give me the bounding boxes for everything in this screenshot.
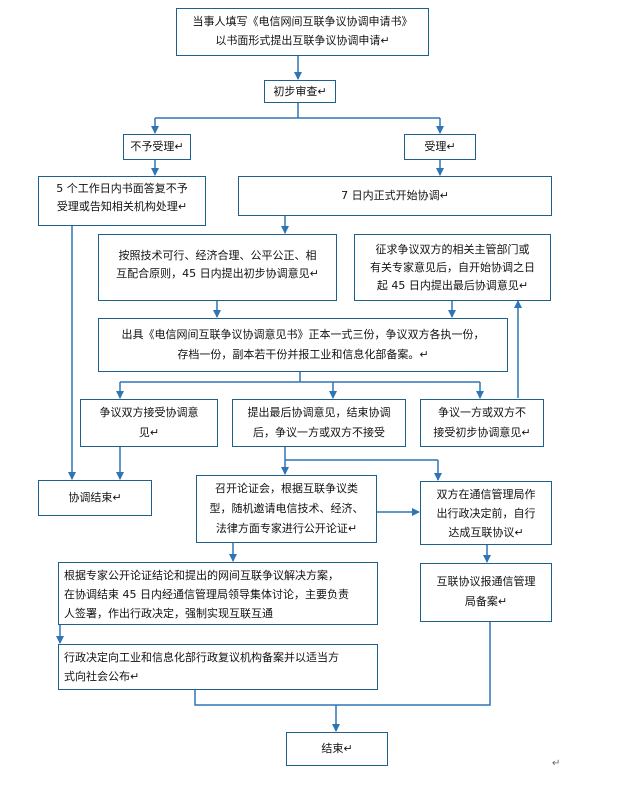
reject-notice-line-2: 受理或告知相关机构处理↵ <box>56 200 188 213</box>
reject-notice-line-1: 5 个工作日内书面答复不予 <box>56 182 188 195</box>
record-line-1: 行政决定向工业和信息化部行政复议机构备案并以适当方 <box>64 651 339 664</box>
hearing-line-2: 型，随机邀请电信技术、经济、 <box>209 502 364 515</box>
both-accept-line-1: 争议双方接受协调意 <box>99 406 199 419</box>
both-accept-line-2: 见↵ <box>138 426 160 439</box>
apply-box: 当事人填写《电信网间互联争议协调申请书》 以书面形式提出互联争议协调申请↵ <box>176 8 429 56</box>
start-coordination-label: 7 日内正式开始协调↵ <box>341 189 449 202</box>
decision-line-1: 根据专家公开论证结论和提出的网间互联争议解决方案， <box>64 569 339 582</box>
initial-opinion-line-1: 按照技术可行、经济合理、公平公正、相 <box>118 249 317 262</box>
file-agreement-box: 互联协议报通信管理 局备案↵ <box>420 563 552 622</box>
connector-record-to-end <box>194 690 336 706</box>
paragraph-mark: ↵ <box>552 758 561 769</box>
final-opinion-box: 提出最后协调意见，结束协调 后，争议一方或双方不接受 <box>232 399 406 447</box>
agreement-line-1: 双方在通信管理局作 <box>436 488 536 501</box>
agreement-line-3: 达成互联协议↵ <box>448 526 524 539</box>
end-box: 结束↵ <box>286 732 388 766</box>
apply-line-1: 当事人填写《电信网间互联争议协调申请书》 <box>192 15 413 28</box>
consult-line-3: 起 45 日内提出最后协调意见↵ <box>376 279 529 292</box>
preliminary-review-box: 初步审查↵ <box>264 80 336 103</box>
accept-label: 受理↵ <box>424 140 456 153</box>
consult-line-1: 征求争议双方的相关主管部门或 <box>375 243 530 256</box>
consult-departments-box: 征求争议双方的相关主管部门或 有关专家意见后，自开始协调之日 起 45 日内提出… <box>354 234 551 301</box>
apply-line-2: 以书面形式提出互联争议协调申请↵ <box>215 34 390 47</box>
issue-opinion-box: 出具《电信网间互联争议协调意见书》正本一式三份，争议双方各执一份， 存档一份，副… <box>98 318 508 372</box>
record-line-2: 式向社会公布↵ <box>64 670 140 683</box>
coordination-end-box: 协调结束↵ <box>38 480 152 516</box>
agreement-line-2: 出行政决定前，自行 <box>436 507 536 520</box>
hearing-line-1: 召开论证会，根据互联争议类 <box>215 482 358 495</box>
file-agreement-line-2: 局备案↵ <box>464 595 508 608</box>
initial-opinion-box: 按照技术可行、经济合理、公平公正、相 互配合原则，45 日内提出初步协调意见↵ <box>98 234 337 301</box>
initial-opinion-line-2: 互配合原则，45 日内提出初步协调意见↵ <box>116 267 319 280</box>
reject-box: 不予受理↵ <box>123 134 191 160</box>
end-label: 结束↵ <box>321 742 353 755</box>
decision-line-3: 人签署，作出行政决定，强制实现互联互通 <box>64 607 273 620</box>
reject-label: 不予受理↵ <box>130 140 184 153</box>
agreement-box: 双方在通信管理局作 出行政决定前，自行 达成互联协议↵ <box>420 481 552 545</box>
issue-opinion-line-1: 出具《电信网间互联争议协调意见书》正本一式三份，争议双方各执一份， <box>121 328 485 341</box>
record-box: 行政决定向工业和信息化部行政复议机构备案并以适当方 式向社会公布↵ <box>58 644 378 690</box>
connector-file-to-end <box>336 622 491 706</box>
hearing-line-3: 法律方面专家进行公开论证↵ <box>215 522 358 535</box>
final-opinion-line-2: 后，争议一方或双方不接受 <box>253 426 385 439</box>
consult-line-2: 有关专家意见后，自开始协调之日 <box>370 261 535 274</box>
decision-box: 根据专家公开论证结论和提出的网间互联争议解决方案， 在协调结束 45 日内经通信… <box>58 562 378 625</box>
final-opinion-line-1: 提出最后协调意见，结束协调 <box>247 406 391 419</box>
one-rejects-line-1: 争议一方或双方不 <box>438 406 526 419</box>
accept-box: 受理↵ <box>404 134 476 160</box>
decision-line-2: 在协调结束 45 日内经通信管理局领导集体讨论，主要负责 <box>64 588 349 601</box>
coordination-end-label: 协调结束↵ <box>68 491 122 504</box>
hearing-box: 召开论证会，根据互联争议类 型，随机邀请电信技术、经济、 法律方面专家进行公开论… <box>196 475 377 543</box>
one-rejects-line-2: 接受初步协调意见↵ <box>433 426 531 439</box>
file-agreement-line-1: 互联协议报通信管理 <box>436 575 536 588</box>
both-accept-box: 争议双方接受协调意 见↵ <box>80 399 218 447</box>
start-coordination-box: 7 日内正式开始协调↵ <box>238 176 552 216</box>
reject-notice-box: 5 个工作日内书面答复不予 受理或告知相关机构处理↵ <box>38 176 206 226</box>
one-rejects-box: 争议一方或双方不 接受初步协调意见↵ <box>420 399 544 447</box>
issue-opinion-line-2: 存档一份，副本若干份并报工业和信息化部备案。↵ <box>177 348 429 361</box>
preliminary-review-label: 初步审查↵ <box>273 85 327 98</box>
